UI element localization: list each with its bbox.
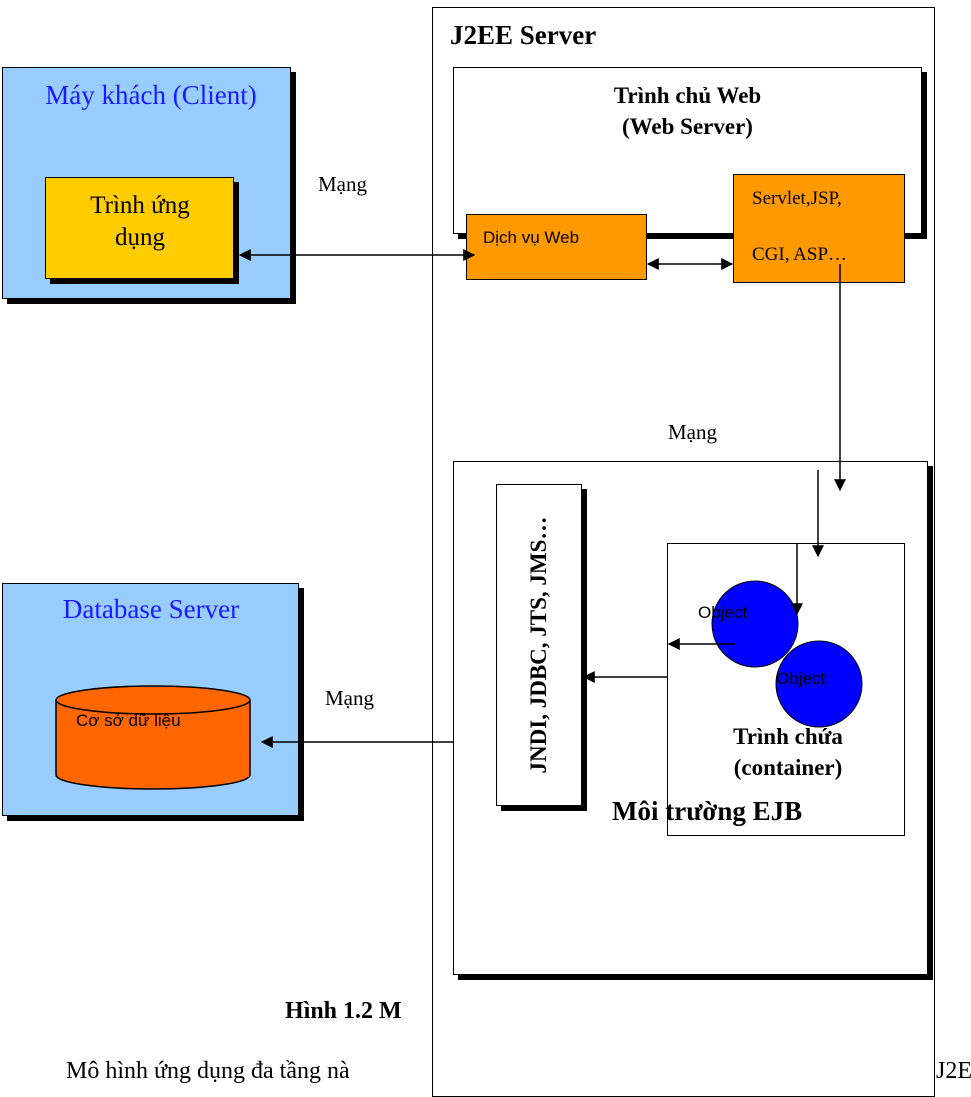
application-box — [45, 177, 234, 279]
servlet-jsp-label-line-2: CGI, ASP… — [752, 244, 848, 265]
object-label-2: Object — [776, 669, 826, 688]
ejb-environment-label: Môi trường EJB — [612, 796, 803, 826]
figure-caption: Hình 1.2 M — [285, 998, 402, 1024]
application-label: Trình ứng dụng — [50, 190, 230, 254]
container-label: Trình chứa (container) — [706, 721, 870, 783]
servlet-jsp-box — [733, 174, 905, 283]
j2ee-server-title: J2EE Server — [450, 20, 597, 50]
application-label-line-1: Trình ứng — [90, 192, 190, 219]
client-title: Máy khách (Client) — [45, 80, 257, 110]
body-text-end: J2E — [936, 1058, 971, 1084]
container-box — [667, 543, 905, 836]
web-server-label: Trình chủ Web (Web Server) — [455, 80, 920, 142]
web-service-label: Dịch vụ Web — [483, 228, 580, 247]
object-label-1: Object — [698, 603, 748, 622]
body-text: Mô hình ứng dụng đa tầng nà — [66, 1058, 350, 1084]
network-label-ejb: Mạng — [668, 420, 717, 444]
application-label-line-2: dụng — [115, 224, 165, 251]
network-label-client: Mạng — [318, 172, 367, 196]
api-services-box — [496, 484, 582, 806]
api-services-label: JNDI, JDBC, JTS, JMS… — [526, 516, 551, 774]
web-server-box — [453, 67, 922, 234]
network-label-database: Mạng — [325, 686, 374, 710]
web-service-box — [466, 214, 647, 280]
servlet-jsp-label-line-1: Servlet,JSP, — [752, 188, 842, 209]
database-store-label: Cơ sở dữ liệu — [76, 711, 181, 730]
container-label-line-2: (container) — [733, 755, 843, 780]
web-server-label-line-2: (Web Server) — [622, 114, 753, 139]
container-label-line-1: Trình chứa — [733, 724, 843, 749]
database-server-title: Database Server — [62, 594, 240, 624]
web-server-label-line-1: Trình chủ Web — [613, 83, 762, 108]
